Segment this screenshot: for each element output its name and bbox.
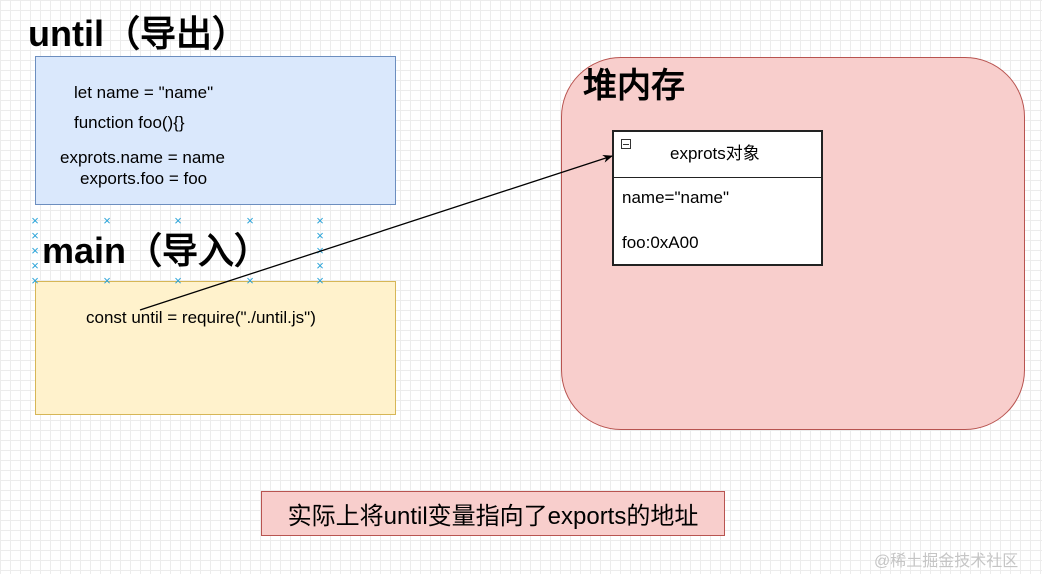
code-line-exports-foo: exports.foo = foo — [80, 169, 208, 188]
exports-object-title: exprots对象 — [670, 144, 760, 163]
code-line-let-name: let name = "name" — [74, 83, 214, 102]
code-line-exports-name: exprots.name = name — [60, 148, 225, 167]
until-title: until（导出） — [28, 13, 248, 54]
until-module-box[interactable]: let name = "name" function foo(){} expro… — [35, 56, 396, 205]
selection-handle[interactable]: × — [31, 258, 39, 273]
selection-handle[interactable]: × — [246, 273, 254, 288]
selection-handle[interactable]: × — [316, 273, 324, 288]
object-field-foo: foo:0xA00 — [622, 233, 699, 252]
object-field-name: name="name" — [622, 188, 730, 207]
selection-handle[interactable]: × — [316, 243, 324, 258]
main-module-box[interactable]: const until = require("./until.js") — [35, 281, 396, 415]
selection-handle[interactable]: × — [103, 213, 111, 228]
code-line-require: const until = require("./until.js") — [86, 308, 316, 327]
selection-handle[interactable]: × — [174, 213, 182, 228]
exports-object-header[interactable]: exprots对象 — [614, 132, 821, 178]
code-line-function-foo: function foo(){} — [74, 113, 185, 132]
heap-title: 堆内存 — [583, 67, 685, 105]
collapse-icon[interactable] — [621, 139, 631, 149]
exports-object-box[interactable]: exprots对象 name="name" foo:0xA00 — [612, 130, 823, 266]
arrow-line[interactable] — [139, 154, 613, 311]
selection-handle[interactable]: × — [31, 228, 39, 243]
selection-handle[interactable]: × — [31, 243, 39, 258]
selection-handle[interactable]: × — [316, 258, 324, 273]
selection-handle[interactable]: × — [174, 273, 182, 288]
main-title: main（导入） — [42, 230, 271, 271]
selection-handle[interactable]: × — [316, 228, 324, 243]
watermark: @稀土掘金技术社区 — [874, 553, 1019, 570]
selection-handle[interactable]: × — [103, 273, 111, 288]
selection-handle[interactable]: × — [316, 213, 324, 228]
selection-handle[interactable]: × — [246, 213, 254, 228]
note-label[interactable]: 实际上将until变量指向了exports的地址 — [261, 491, 725, 536]
selection-handle[interactable]: × — [31, 213, 39, 228]
selection-handle[interactable]: × — [31, 273, 39, 288]
